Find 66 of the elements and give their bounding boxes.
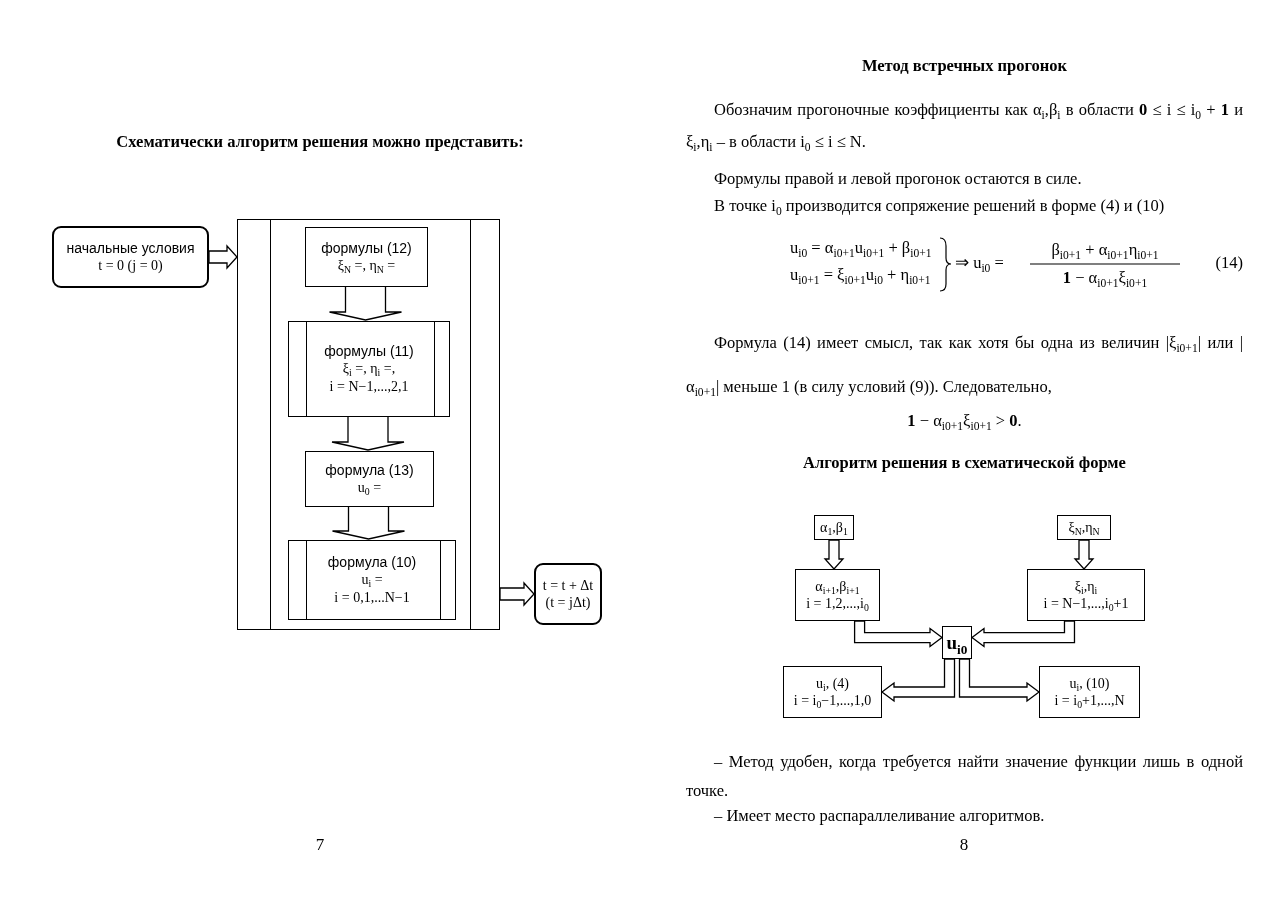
formula-box xyxy=(1039,666,1140,718)
node-label: формула (10) xyxy=(327,553,417,572)
block-arrow xyxy=(958,658,1041,703)
heading: Метод встречных прогонок xyxy=(860,55,1069,77)
heading: Схематически алгоритм решения можно представить: xyxy=(115,131,525,153)
node-label: формулы (12) xyxy=(321,239,412,257)
predefined-process-box xyxy=(288,540,456,620)
formula-box xyxy=(814,515,854,540)
block-arrow xyxy=(331,505,406,540)
fraction-numerator: β$_{i0+1}$ + α$_{i0+1}$η$_{i0+1}$ xyxy=(1050,239,1160,261)
predefined-process-box xyxy=(288,321,450,417)
formula-text: i = N−1,...,i$_{0}$+1 xyxy=(1043,595,1129,613)
paragraph: – Имеет место распараллеливание алгоритмов. xyxy=(713,805,1046,827)
equation: u$_{i0}$ = α$_{i0+1}$u$_{i0+1}$ + β$_{i0+1}$ xyxy=(790,237,933,259)
formula-box xyxy=(1057,515,1111,540)
formula-text: i = N−1,...,2,1 xyxy=(329,377,409,396)
formula-text: α$_{i+1}$,β$_{i+1}$ xyxy=(815,577,860,595)
start-box xyxy=(52,226,209,288)
paragraph: – Метод удобен, когда требуется найти значение функции лишь в одной точке. xyxy=(686,751,1243,802)
formula-box xyxy=(795,569,880,621)
formula-text: u$_{i0}$ xyxy=(946,630,968,655)
equation-number: (14) xyxy=(1214,252,1243,274)
process-box xyxy=(305,451,434,507)
formula-text: ξ$_{i}$,η$_{i}$ xyxy=(1074,577,1098,595)
page-number: 8 xyxy=(958,834,970,856)
formula-text: u$_{0}$ = xyxy=(357,479,382,497)
formula-text: ξ$_{N}$,η$_{N}$ xyxy=(1068,518,1100,537)
inequality: 1 − α$_{i0+1}$ξ$_{i0+1}$ > 0. xyxy=(906,410,1023,432)
formula-text: ξ$_{i}$ =, η$_{i}$ =, xyxy=(342,360,396,378)
node-label: формула (13) xyxy=(325,461,414,479)
page-number: 7 xyxy=(314,834,326,856)
block-arrow xyxy=(208,244,238,270)
loop-frame xyxy=(237,219,500,630)
block-arrow xyxy=(499,581,535,607)
formula-text: i = 1,2,...,i$_{0}$ xyxy=(806,595,869,613)
block-arrow xyxy=(823,539,845,570)
block-arrow xyxy=(331,415,405,451)
formula-text: u$_{i}$, (10) xyxy=(1069,674,1110,692)
end-box xyxy=(534,563,602,625)
formula-text: t = t + Δt xyxy=(542,576,594,594)
formula-text: i = 0,1,...N−1 xyxy=(334,588,410,607)
formula-text: ξ$_{N}$ =, η$_{N}$ = xyxy=(337,257,396,275)
process-box xyxy=(305,227,428,287)
block-arrow xyxy=(1073,539,1095,570)
equation: u$_{i0+1}$ = ξ$_{i0+1}$u$_{i0}$ + η$_{i0+1}$ xyxy=(790,264,932,286)
formula-text: u$_{i}$ = xyxy=(361,571,383,589)
formula-text: i = i$_{0}$−1,...,1,0 xyxy=(793,692,872,710)
node-label: начальные условия xyxy=(66,239,195,257)
formula-text: α$_{1}$,β$_{1}$ xyxy=(820,518,848,537)
block-arrow xyxy=(853,620,944,648)
formula-box xyxy=(1027,569,1145,621)
block-arrow xyxy=(880,658,956,703)
block-arrow xyxy=(970,620,1076,648)
paragraph: В точке i$_{0}$ производится сопряжение решений в форме (4) и (10) xyxy=(713,195,1166,217)
paragraph: Обозначим прогоночные коэффициенты как α$_{i}$,β$_{i}$ в области 0 ≤ i ≤ i$_{0}$ + 1 и ξ$_{i}$,η$_{i}$ – в области i$_{0}$ ≤ i ≤ N. xyxy=(686,99,1243,156)
formula-box xyxy=(783,666,882,718)
equation: ⇒ u$_{i0}$ = xyxy=(955,252,1005,274)
formula-text: i = i$_{0}$+1,...,N xyxy=(1054,692,1125,710)
node-label: формулы (11) xyxy=(324,342,414,361)
formula-text: (t = jΔt) xyxy=(545,594,591,612)
heading: Алгоритм решения в схематической форме xyxy=(802,452,1127,474)
block-arrow xyxy=(328,285,403,321)
formula-text: u$_{i}$, (4) xyxy=(815,674,850,692)
formula-text: t = 0 (j = 0) xyxy=(98,257,163,275)
paragraph: Формулы правой и левой прогонок остаются в силе. xyxy=(713,168,1083,190)
fraction-denominator: 1 − α$_{i0+1}$ξ$_{i0+1}$ xyxy=(1061,267,1149,289)
